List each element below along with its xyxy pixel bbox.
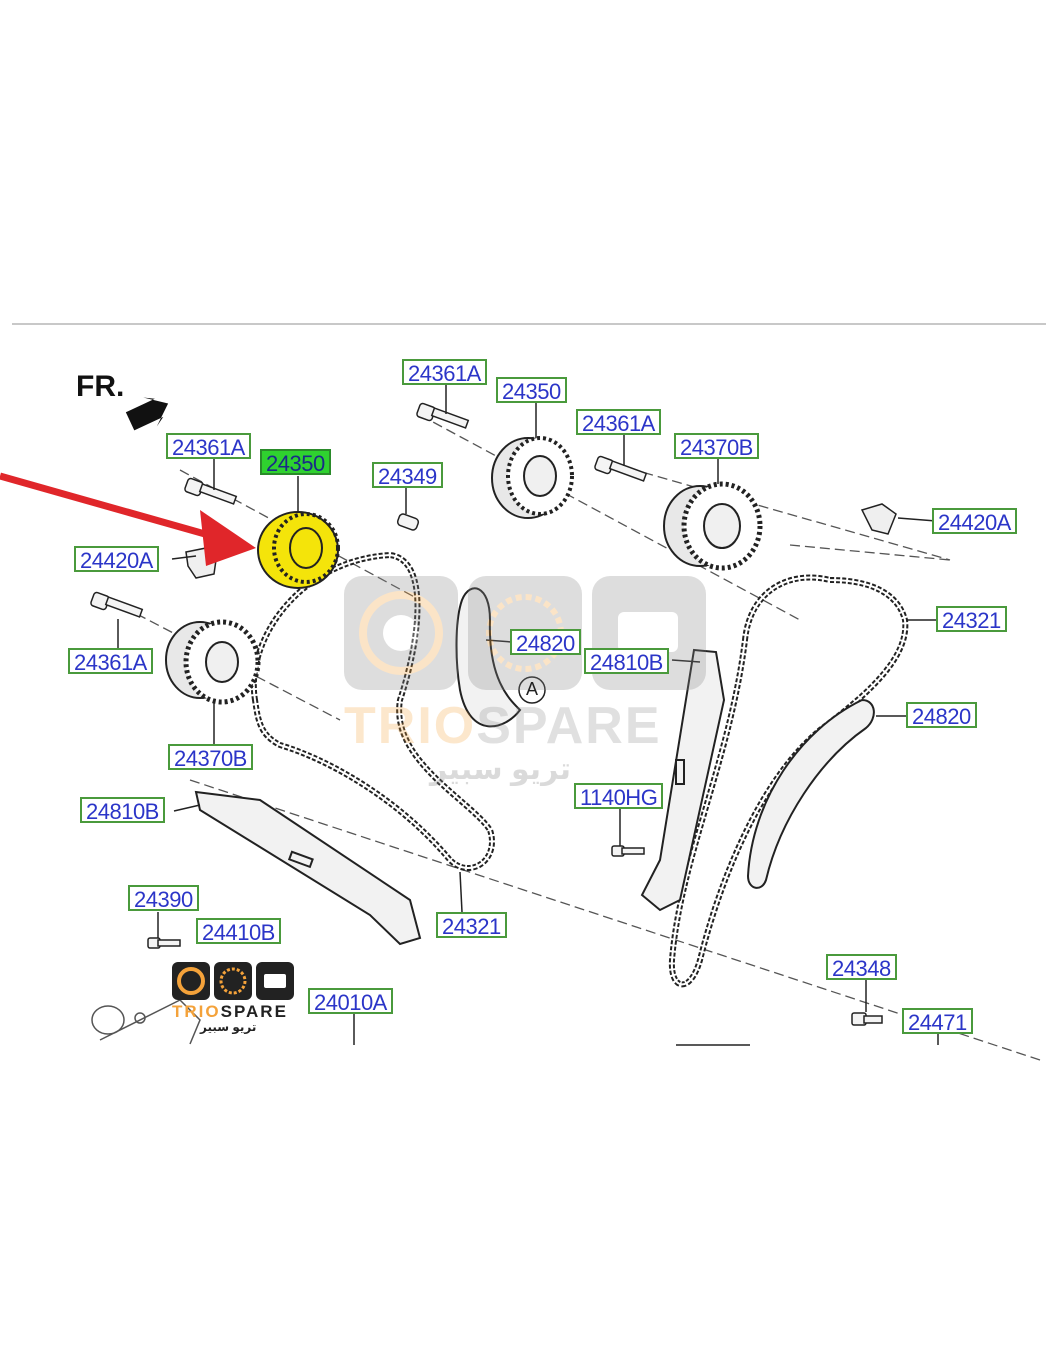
part-label-24350[interactable]: 24350	[496, 377, 567, 404]
bolt-icon	[147, 937, 181, 949]
red-pointer-arrow-icon	[0, 472, 256, 566]
part-label-24361A[interactable]: 24361A	[576, 409, 661, 436]
oil-jet-icon	[860, 503, 897, 535]
sprocket-icon	[491, 436, 574, 519]
part-label-24471[interactable]: 24471	[902, 1008, 973, 1035]
front-direction-arrow-icon	[125, 397, 169, 431]
bolt-icon	[184, 477, 238, 505]
leader-lines	[117, 384, 939, 1046]
watermark-brand-text: TRIOSPARE	[344, 696, 662, 756]
bolt-icon	[90, 591, 144, 618]
part-label-24820[interactable]: 24820	[906, 702, 977, 729]
watermark-small-logo-icon	[172, 962, 294, 1000]
part-label-24810B[interactable]: 24810B	[80, 797, 165, 824]
sprocket-highlighted-icon	[257, 511, 340, 589]
part-label-24370B[interactable]: 24370B	[674, 433, 759, 460]
part-label-24390[interactable]: 24390	[128, 885, 199, 912]
part-label-24361A[interactable]: 24361A	[166, 433, 251, 460]
vvt-sprocket-icon	[165, 619, 261, 705]
vvt-sprocket-icon	[663, 481, 763, 571]
chain-tensioner-icon	[91, 999, 201, 1045]
callout-a-circle	[518, 676, 546, 704]
callout-a-label: A	[526, 679, 539, 699]
bolt-icon	[611, 845, 645, 857]
watermark-brand-part2: SPARE	[476, 697, 662, 755]
part-label-24349[interactable]: 24349	[372, 462, 443, 489]
part-label-1140HG[interactable]: 1140HG	[574, 783, 664, 810]
part-label-24010A[interactable]: 24010A	[308, 988, 393, 1015]
chain-guide-center-icon	[455, 587, 522, 728]
front-direction-label: FR.	[76, 370, 125, 403]
watermark-brand-part1: TRIO	[344, 697, 477, 755]
watermark-small-brand-part2: SPARE	[220, 1002, 288, 1021]
part-label-24370B[interactable]: 24370B	[168, 744, 253, 771]
part-label-24348[interactable]: 24348	[826, 954, 897, 981]
part-label-24420A[interactable]: 24420A	[932, 508, 1017, 535]
tensioner-arm-icon	[746, 698, 875, 889]
part-label-24361A[interactable]: 24361A	[68, 648, 153, 675]
watermark-small-brand-part1: TRIO	[172, 1002, 221, 1021]
part-label-24350-highlighted[interactable]: 24350	[260, 449, 331, 476]
part-label-24361A[interactable]: 24361A	[402, 359, 487, 386]
dowel-pin-icon	[396, 513, 420, 531]
bolt-icon	[594, 455, 648, 482]
chain-guide-right-icon	[640, 648, 726, 912]
bolt-icon	[851, 1012, 883, 1026]
chain-guide-left-icon	[194, 790, 422, 946]
part-label-24420A[interactable]: 24420A	[74, 546, 159, 573]
watermark-small-arabic-text: تريو سبير	[200, 1020, 257, 1034]
part-label-24810B[interactable]: 24810B	[584, 648, 669, 675]
part-label-24820[interactable]: 24820	[510, 629, 581, 656]
part-label-24321[interactable]: 24321	[936, 606, 1007, 633]
part-label-24410B[interactable]: 24410B	[196, 918, 281, 945]
part-label-24321[interactable]: 24321	[436, 912, 507, 939]
watermark-arabic-text: تريو سبير	[430, 753, 571, 786]
watermark-small-brand-text: TRIOSPARE	[172, 1002, 288, 1022]
bolt-icon	[416, 402, 470, 429]
